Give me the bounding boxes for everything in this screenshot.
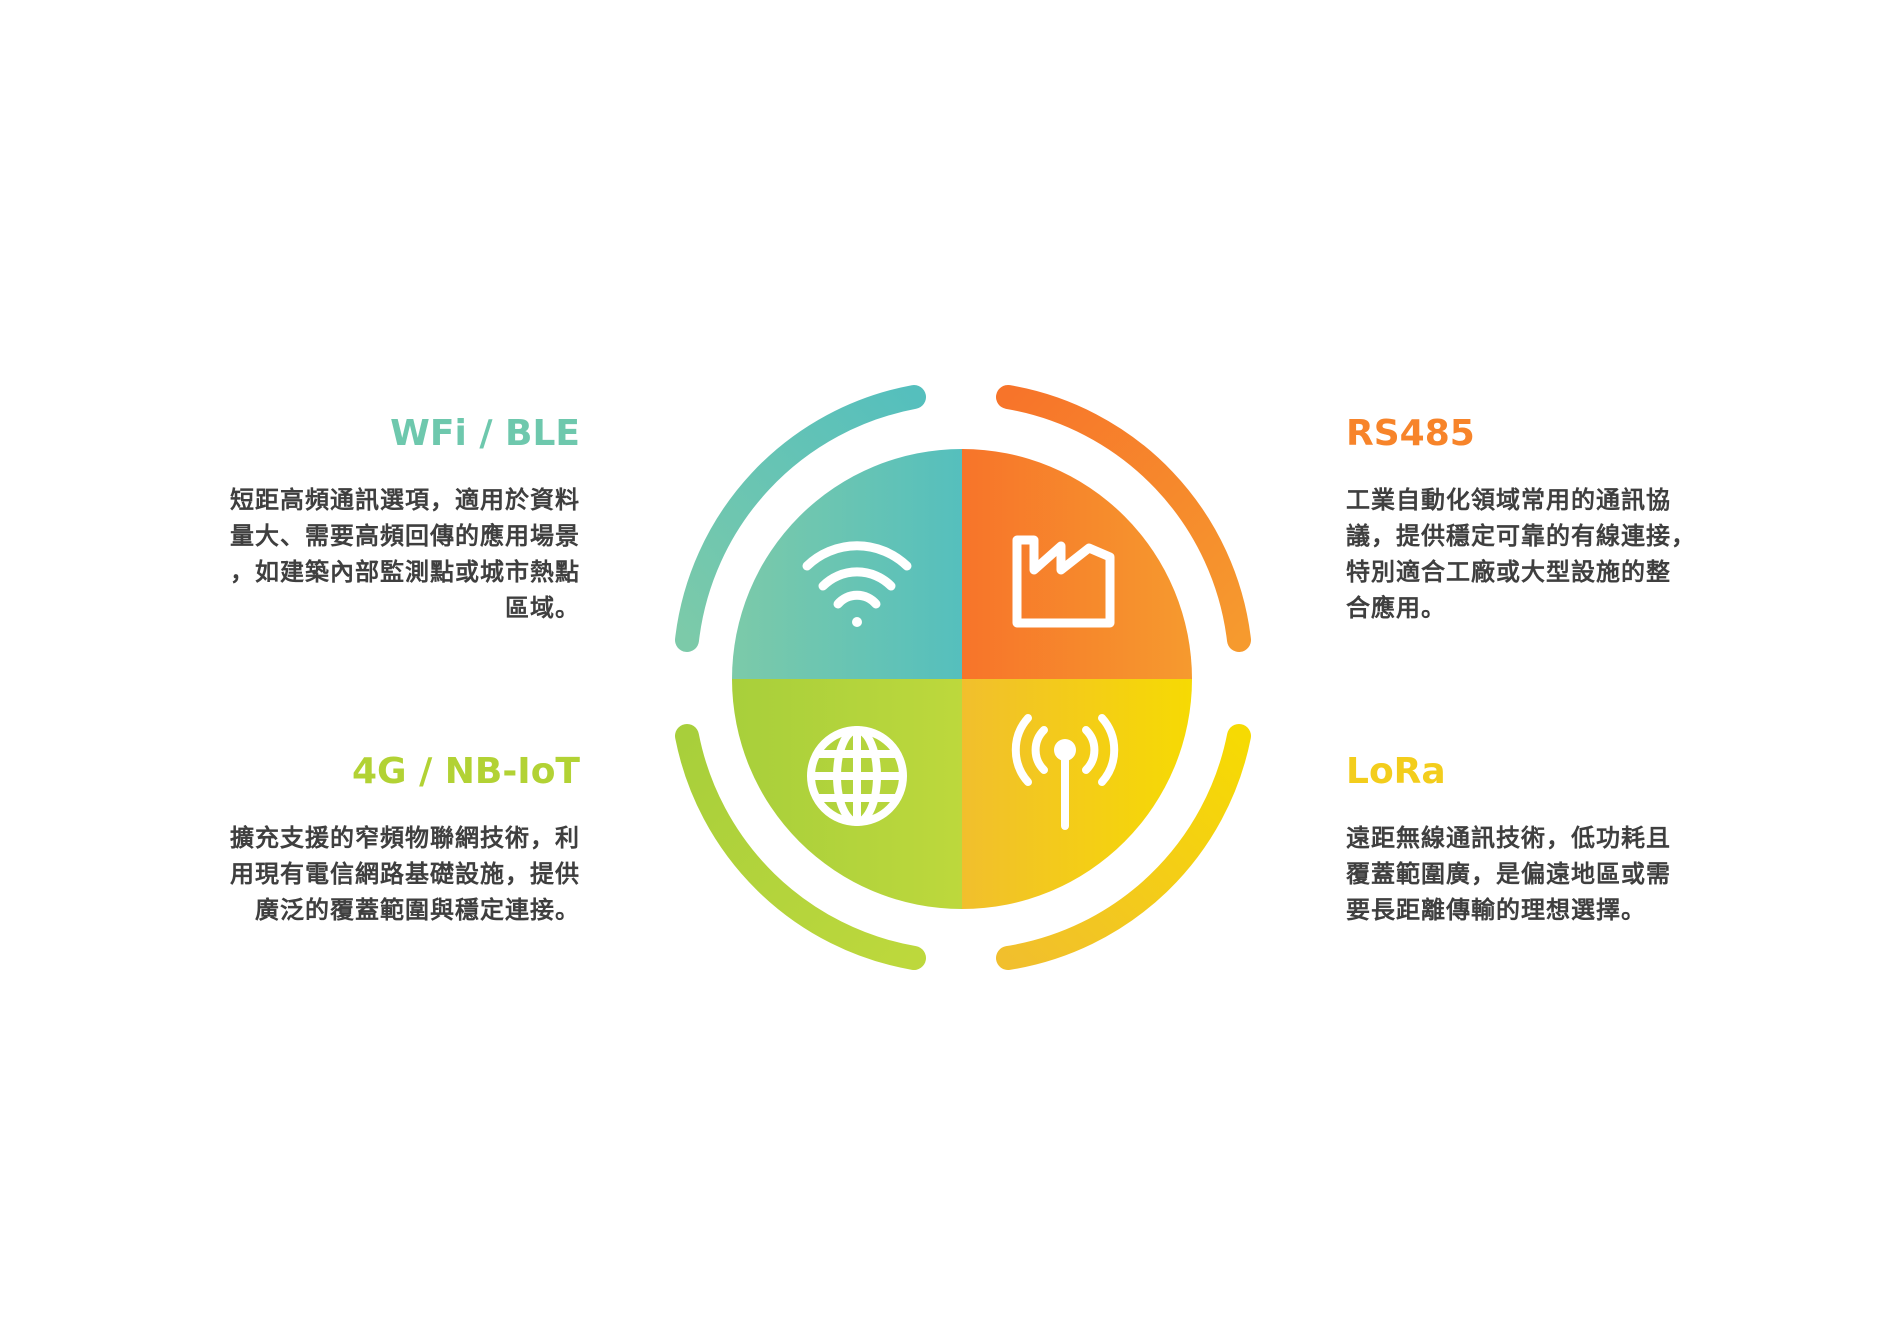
cellular-description: 擴充支援的窄頻物聯網技術，利 用現有電信網路基礎設施，提供 廣泛的覆蓋範圍與穩定… bbox=[190, 820, 580, 928]
wifi-ble-title: WFi / BLE bbox=[390, 413, 580, 454]
description-line: 議，提供穩定可靠的有線連接， bbox=[1346, 522, 1696, 550]
description-line: 遠距無線通訊技術，低功耗且 bbox=[1346, 824, 1671, 852]
description-line: 廣泛的覆蓋範圍與穩定連接。 bbox=[255, 896, 580, 924]
rs485-title: RS485 bbox=[1346, 413, 1475, 454]
description-line: 覆蓋範圍廣，是偏遠地區或需 bbox=[1346, 860, 1671, 888]
lora-title: LoRa bbox=[1346, 751, 1446, 792]
lora-block: LoRa 遠距無線通訊技術，低功耗且 覆蓋範圍廣，是偏遠地區或需 要長距離傳輸的… bbox=[1346, 750, 1726, 928]
rs485-description: 工業自動化領域常用的通訊協 議，提供穩定可靠的有線連接， 特別適合工廠或大型設施… bbox=[1346, 482, 1726, 626]
cellular-title: 4G / NB-IoT bbox=[351, 751, 580, 792]
wifi-ble-description: 短距高頻通訊選項，適用於資料 量大、需要高頻回傳的應用場景 ，如建築內部監測點或… bbox=[190, 482, 580, 626]
description-line: 工業自動化領域常用的通訊協 bbox=[1346, 486, 1671, 514]
description-line: 短距高頻通訊選項，適用於資料 bbox=[230, 486, 580, 514]
description-line: ，如建築內部監測點或城市熱點 bbox=[230, 558, 580, 586]
description-line: 用現有電信網路基礎設施，提供 bbox=[230, 860, 580, 888]
description-line: 量大、需要高頻回傳的應用場景 bbox=[230, 522, 580, 550]
outer-arc-rs485 bbox=[996, 385, 1251, 652]
antenna-icon bbox=[1011, 714, 1119, 830]
rs485-block: RS485 工業自動化領域常用的通訊協 議，提供穩定可靠的有線連接， 特別適合工… bbox=[1346, 412, 1726, 626]
outer-arc-cellular bbox=[675, 724, 926, 970]
description-line: 合應用。 bbox=[1346, 594, 1446, 622]
outer-arc-wifi bbox=[675, 385, 926, 652]
description-line: 要長距離傳輸的理想選擇。 bbox=[1346, 896, 1646, 924]
description-line: 擴充支援的窄頻物聯網技術，利 bbox=[230, 824, 580, 852]
outer-arc-lora bbox=[996, 724, 1251, 970]
lora-description: 遠距無線通訊技術，低功耗且 覆蓋範圍廣，是偏遠地區或需 要長距離傳輸的理想選擇。 bbox=[1346, 820, 1726, 928]
quadrant-wifi bbox=[732, 449, 962, 679]
cellular-block: 4G / NB-IoT 擴充支援的窄頻物聯網技術，利 用現有電信網路基礎設施，提… bbox=[190, 750, 580, 928]
description-line: 特別適合工廠或大型設施的整 bbox=[1346, 558, 1671, 586]
description-line: 區域。 bbox=[505, 594, 580, 622]
factory-icon bbox=[1012, 535, 1115, 628]
globe-icon bbox=[807, 726, 907, 826]
wifi-ble-block: WFi / BLE 短距高頻通訊選項，適用於資料 量大、需要高頻回傳的應用場景 … bbox=[190, 412, 580, 626]
wifi-icon bbox=[802, 541, 912, 627]
